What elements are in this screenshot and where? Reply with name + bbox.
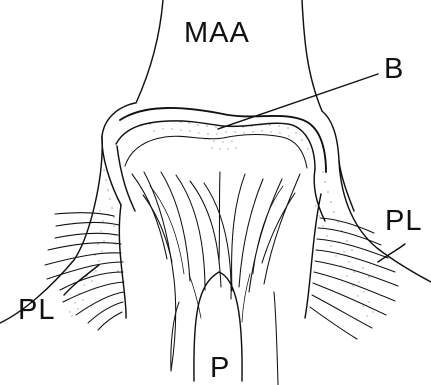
- label-pl-right: PL: [385, 205, 422, 237]
- inner-fibrous-lines: [132, 172, 300, 371]
- label-p: P: [210, 352, 230, 384]
- label-pl-left: PL: [18, 294, 55, 326]
- diagram-labels: MAA B PL PL P: [18, 17, 422, 384]
- right-flared-edge: [305, 161, 431, 339]
- label-maa: MAA: [184, 17, 250, 49]
- b-leader-line: [218, 74, 378, 129]
- label-b: B: [384, 53, 404, 85]
